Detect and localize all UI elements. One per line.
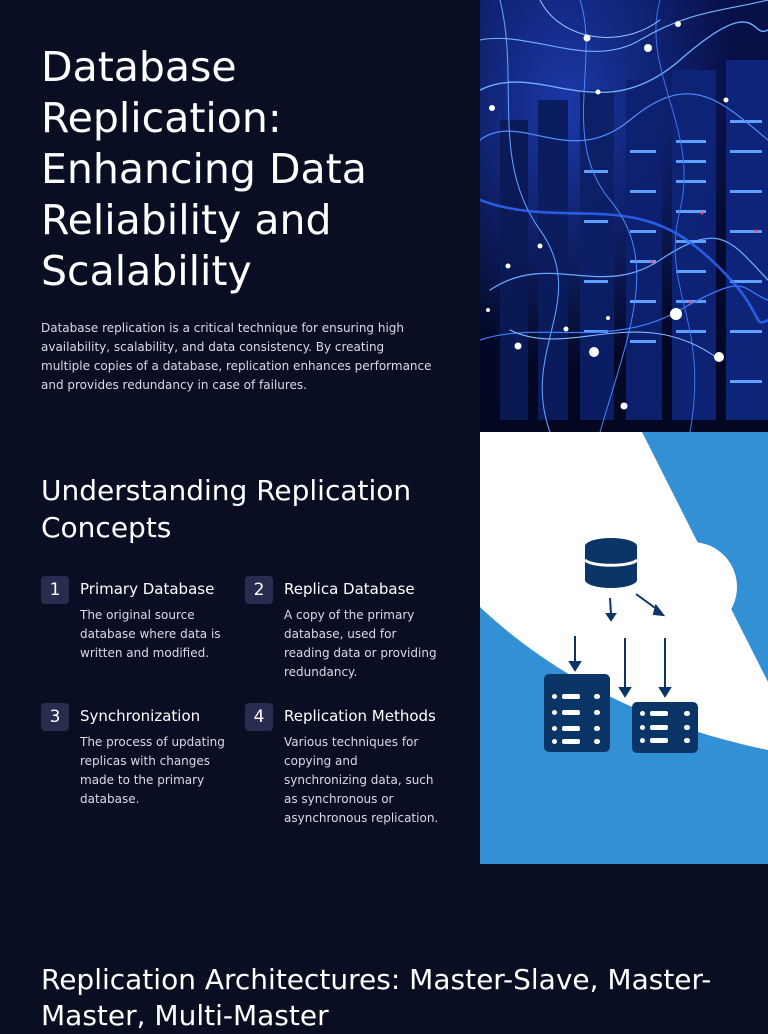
architectures-title: Replication Architectures: Master-Slave,… — [41, 963, 712, 1032]
concepts-grid: 1 Primary Database The original source d… — [41, 576, 441, 856]
concept-number-badge: 3 — [41, 703, 69, 731]
concept-number-badge: 1 — [41, 576, 69, 604]
intro-description: Database replication is a critical techn… — [41, 321, 432, 392]
primary-database-icon — [583, 538, 639, 588]
replica-server-icon — [544, 674, 610, 752]
intro-text: Database Replication: Enhancing Data Rel… — [41, 42, 441, 395]
architectures-section: Replication Architectures: Master-Slave,… — [0, 864, 768, 1032]
replica-server-icon — [632, 702, 698, 753]
page-title: Database Replication: Enhancing Data Rel… — [41, 43, 367, 295]
concept-number-badge: 2 — [245, 576, 273, 604]
concepts-title: Understanding Replication Concepts — [41, 474, 412, 544]
concept-title: Replica Database — [284, 580, 415, 598]
concept-description: The process of updating replicas with ch… — [80, 735, 225, 806]
concepts-section: Understanding Replication Concepts 1 Pri… — [0, 432, 768, 864]
concept-description: A copy of the primary database, used for… — [284, 608, 437, 679]
concept-title: Replication Methods — [284, 707, 436, 725]
server-room-photo — [480, 0, 768, 432]
replication-diagram-image — [480, 432, 768, 864]
replication-diagram-illustration — [480, 432, 768, 864]
concept-number-badge: 4 — [245, 703, 273, 731]
concept-title: Synchronization — [80, 707, 201, 725]
concept-description: The original source database where data … — [80, 608, 221, 660]
intro-section: Database Replication: Enhancing Data Rel… — [0, 0, 768, 432]
concept-title: Primary Database — [80, 580, 215, 598]
concept-description: Various techniques for copying and synch… — [284, 735, 439, 825]
server-room-image — [480, 0, 768, 432]
